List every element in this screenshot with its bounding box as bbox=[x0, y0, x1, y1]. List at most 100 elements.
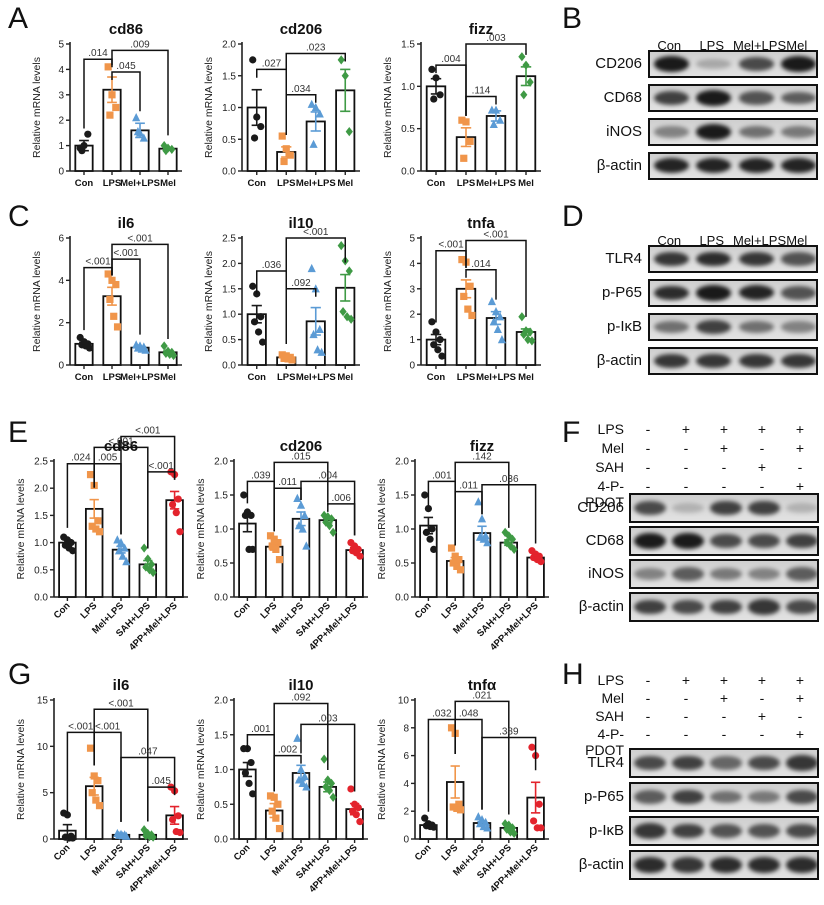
protein-band bbox=[710, 823, 742, 838]
x-tick-label: LPS bbox=[457, 372, 475, 383]
treatment-sign: + bbox=[795, 672, 805, 688]
x-tick-label: LPS bbox=[103, 372, 121, 383]
treatment-sign: - bbox=[683, 726, 689, 742]
y-tick-label: 1.0 bbox=[401, 82, 415, 93]
data-point-triangle bbox=[302, 782, 311, 791]
data-point-square bbox=[104, 63, 112, 71]
x-tick-label: Mel+LPS bbox=[476, 178, 516, 189]
protein-band bbox=[696, 320, 732, 334]
y-tick-label: 0.0 bbox=[222, 167, 236, 178]
y-tick-label: 1.5 bbox=[214, 491, 228, 502]
protein-band bbox=[710, 790, 742, 804]
data-point-circle bbox=[69, 834, 77, 842]
data-point-diamond bbox=[345, 266, 353, 276]
y-tick-label: 0.0 bbox=[401, 167, 415, 178]
protein-label: iNOS bbox=[588, 565, 624, 582]
protein-band bbox=[781, 252, 816, 266]
data-point-circle bbox=[428, 525, 436, 533]
y-tick-label: 3 bbox=[409, 284, 415, 295]
data-point-triangle bbox=[477, 514, 487, 523]
y-axis-label: Relative mRNA levels bbox=[195, 719, 207, 820]
data-point-square bbox=[451, 552, 459, 560]
protein-band bbox=[672, 755, 704, 771]
treatment-label: Mel bbox=[601, 690, 624, 706]
x-tick-label: Mel bbox=[160, 372, 176, 383]
p-value-label: .027 bbox=[262, 58, 282, 69]
bar-con bbox=[238, 768, 257, 840]
x-tick-label: 4PP+Mel+LPS bbox=[307, 600, 360, 653]
protein-band bbox=[781, 353, 816, 369]
treatment-sign: + bbox=[681, 672, 691, 688]
p-value-label: .014 bbox=[88, 48, 108, 59]
protein-band bbox=[786, 567, 817, 581]
data-point-triangle bbox=[302, 541, 311, 550]
treatment-sign: - bbox=[797, 708, 803, 724]
protein-label: β-actin bbox=[578, 598, 624, 615]
y-axis-label: Relative mRNA levels bbox=[376, 479, 388, 580]
x-tick-label: Mel+LPS bbox=[120, 178, 160, 189]
x-tick-label: LPS bbox=[103, 178, 121, 189]
chart-title: cd206 bbox=[280, 438, 323, 455]
significance-bracket bbox=[300, 480, 356, 536]
data-point-square bbox=[268, 542, 276, 550]
data-point-circle bbox=[528, 743, 536, 751]
data-point-circle bbox=[436, 336, 444, 344]
p-value-label: .032 bbox=[432, 708, 452, 719]
protein-band bbox=[710, 500, 742, 516]
p-value-label: .114 bbox=[472, 85, 491, 96]
treatment-sign: + bbox=[757, 421, 767, 437]
p-value-label: <.001 bbox=[68, 721, 94, 732]
data-point-circle bbox=[249, 56, 257, 64]
y-tick-label: 1.0 bbox=[395, 525, 409, 536]
data-point-diamond bbox=[337, 241, 345, 251]
significance-bracket bbox=[465, 269, 497, 300]
protein-band bbox=[748, 755, 780, 771]
protein-band bbox=[738, 91, 774, 105]
significance-bracket bbox=[93, 708, 149, 822]
significance-bracket bbox=[465, 239, 527, 317]
y-tick-label: 2.0 bbox=[222, 259, 236, 270]
treatment-sign: - bbox=[721, 459, 727, 475]
data-point-triangle bbox=[495, 312, 505, 321]
treatment-sign: - bbox=[797, 459, 803, 475]
significance-bracket bbox=[465, 43, 527, 116]
protein-label: CD206 bbox=[595, 55, 642, 72]
data-point-circle bbox=[257, 122, 265, 131]
protein-band bbox=[653, 285, 689, 301]
x-tick-label: LPS bbox=[277, 178, 295, 189]
p-value-label: .039 bbox=[251, 470, 271, 481]
protein-band bbox=[653, 251, 689, 267]
protein-band bbox=[653, 91, 689, 105]
treatment-label: Mel bbox=[601, 440, 624, 456]
p-value-label: .006 bbox=[331, 493, 351, 504]
data-point-triangle bbox=[313, 345, 322, 354]
protein-band bbox=[634, 500, 666, 516]
significance-bracket bbox=[111, 49, 169, 136]
protein-band bbox=[634, 755, 666, 771]
protein-band bbox=[634, 568, 666, 580]
x-tick-label: Mel bbox=[160, 178, 176, 189]
p-value-label: .092 bbox=[291, 692, 311, 703]
y-tick-label: 5 bbox=[42, 788, 48, 799]
data-point-square bbox=[455, 800, 463, 808]
protein-band bbox=[710, 567, 742, 581]
treatment-sign: - bbox=[759, 690, 765, 706]
data-point-square bbox=[113, 323, 122, 331]
x-tick-label: Mel bbox=[518, 178, 534, 189]
y-tick-label: 0.5 bbox=[34, 565, 48, 576]
y-tick-label: 0.0 bbox=[34, 593, 48, 604]
p-value-label: <.001 bbox=[127, 233, 153, 244]
y-tick-label: 1.5 bbox=[214, 730, 228, 741]
data-point-square bbox=[92, 796, 100, 804]
p-value-label: <.001 bbox=[95, 721, 121, 732]
data-point-circle bbox=[426, 535, 434, 543]
y-tick-label: 4 bbox=[58, 65, 64, 76]
treatment-sign: - bbox=[683, 708, 689, 724]
treatment-sign: - bbox=[645, 672, 651, 688]
treatment-sign: + bbox=[795, 690, 805, 706]
y-tick-label: 2 bbox=[58, 318, 64, 329]
x-tick-label: LPS bbox=[258, 600, 279, 621]
panel-label-a: A bbox=[8, 2, 29, 35]
data-point-diamond bbox=[510, 828, 518, 839]
blot-strip bbox=[648, 279, 818, 307]
